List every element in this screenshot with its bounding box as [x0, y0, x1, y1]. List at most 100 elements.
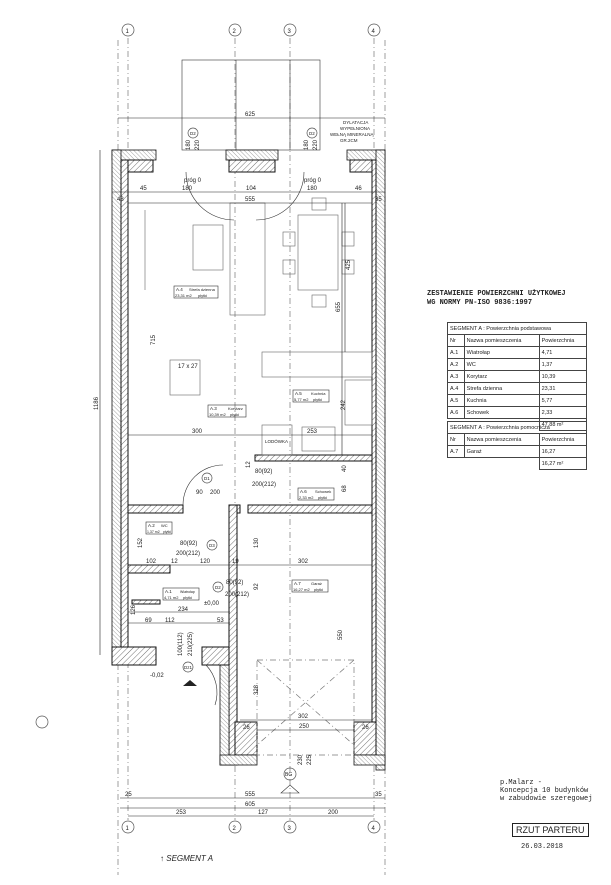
axis-label: 1 [126, 826, 130, 832]
segment-label: ↑ SEGMENT A [160, 854, 213, 863]
svg-text:BG: BG [285, 772, 292, 778]
svg-text:555: 555 [245, 197, 256, 203]
svg-text:605: 605 [245, 802, 256, 808]
svg-text:płytki: płytki [230, 412, 239, 417]
svg-text:90: 90 [196, 490, 203, 496]
svg-text:A.1: A.1 [165, 589, 172, 594]
svg-text:555: 555 [245, 792, 256, 798]
svg-text:23,31 m2: 23,31 m2 [175, 293, 192, 298]
svg-text:69: 69 [145, 618, 152, 624]
furniture [144, 197, 373, 456]
svg-text:253: 253 [176, 810, 187, 816]
svg-text:234: 234 [178, 607, 189, 613]
svg-text:Wiatrołap: Wiatrołap [180, 590, 195, 594]
svg-text:5,77 m2: 5,77 m2 [294, 397, 309, 402]
axis-label: 2 [233, 826, 237, 832]
doors: D2 D2 D1 D3 D2 Dz1 BG 80(92)200(212) 80(… [176, 127, 318, 794]
svg-text:płytki: płytki [314, 587, 323, 592]
svg-text:Kuchnia: Kuchnia [311, 391, 326, 396]
svg-text:152: 152 [138, 537, 144, 548]
svg-text:26: 26 [362, 725, 369, 731]
svg-text:53: 53 [217, 618, 224, 624]
sheet-date: 26.03.2018 [521, 843, 564, 851]
svg-text:200(212): 200(212) [176, 551, 200, 557]
svg-text:200(212): 200(212) [225, 592, 249, 598]
svg-text:1,37 m2: 1,37 m2 [147, 530, 160, 534]
svg-text:120: 120 [200, 559, 211, 565]
svg-text:180: 180 [186, 139, 192, 150]
svg-text:35: 35 [375, 197, 382, 203]
svg-text:19: 19 [232, 559, 239, 565]
stairs-label: 17 x 27 [178, 364, 198, 370]
dimension-label: 625 [245, 112, 256, 118]
svg-text:płytki: płytki [183, 595, 192, 600]
svg-text:127: 127 [258, 810, 269, 816]
level-label: -0,02 [150, 673, 164, 679]
svg-text:WYPEŁNIONA: WYPEŁNIONA [340, 126, 370, 131]
fridge-label: LODÓWKA [265, 438, 288, 444]
svg-text:12: 12 [246, 461, 252, 468]
svg-text:80(92): 80(92) [226, 580, 243, 586]
svg-text:A.4: A.4 [176, 287, 183, 292]
svg-text:płytki: płytki [198, 293, 207, 298]
svg-text:Garaż: Garaż [311, 581, 322, 586]
svg-text:302: 302 [298, 714, 309, 720]
svg-text:100(112): 100(112) [178, 632, 184, 656]
svg-text:550: 550 [338, 629, 344, 640]
svg-text:GR.2CM: GR.2CM [340, 138, 358, 143]
svg-text:80(92): 80(92) [255, 469, 272, 475]
svg-text:220: 220 [313, 139, 319, 150]
svg-text:220: 220 [195, 139, 201, 150]
svg-text:A.2: A.2 [148, 523, 155, 528]
svg-text:Schowek: Schowek [315, 489, 331, 494]
axis-label: 4 [372, 29, 376, 35]
svg-text:D2: D2 [215, 585, 221, 590]
svg-text:130: 130 [254, 537, 260, 548]
svg-text:80(92): 80(92) [180, 541, 197, 547]
walls [111, 149, 386, 771]
svg-text:250: 250 [299, 724, 310, 730]
svg-text:12: 12 [171, 559, 178, 565]
svg-text:25: 25 [125, 792, 132, 798]
svg-text:35: 35 [375, 792, 382, 798]
svg-text:180: 180 [307, 186, 318, 192]
svg-text:1186: 1186 [94, 396, 100, 410]
svg-text:225: 225 [307, 754, 313, 765]
svg-text:26: 26 [243, 725, 250, 731]
svg-text:4,71 m2: 4,71 m2 [164, 595, 179, 600]
svg-text:DYLATACJA: DYLATACJA [343, 120, 368, 125]
svg-text:200: 200 [328, 810, 339, 816]
svg-text:242: 242 [341, 399, 347, 410]
svg-text:płytki: płytki [318, 495, 327, 500]
svg-text:425: 425 [346, 259, 352, 270]
axis-label: 4 [372, 826, 376, 832]
svg-text:płytki: płytki [313, 397, 322, 402]
svg-text:126: 126 [131, 604, 137, 615]
svg-text:92: 92 [254, 583, 260, 590]
svg-text:10,39 m2: 10,39 m2 [209, 412, 226, 417]
axis-label: 3 [288, 826, 292, 832]
svg-text:A.5: A.5 [295, 391, 302, 396]
svg-text:230: 230 [298, 754, 304, 765]
svg-text:Korytarz: Korytarz [228, 406, 243, 411]
svg-text:180: 180 [304, 139, 310, 150]
svg-text:102: 102 [146, 559, 157, 565]
svg-text:16,27 m2: 16,27 m2 [293, 587, 310, 592]
threshold-label: próg 0 [184, 178, 202, 184]
svg-text:WEŁNĄ MINERALNĄ: WEŁNĄ MINERALNĄ [330, 132, 375, 137]
svg-text:253: 253 [307, 429, 318, 435]
svg-text:68: 68 [342, 485, 348, 492]
svg-text:328: 328 [254, 684, 260, 695]
svg-text:D2: D2 [309, 131, 315, 136]
svg-text:A.3: A.3 [210, 406, 217, 411]
sheet-title: RZUT PARTERU [512, 823, 589, 837]
